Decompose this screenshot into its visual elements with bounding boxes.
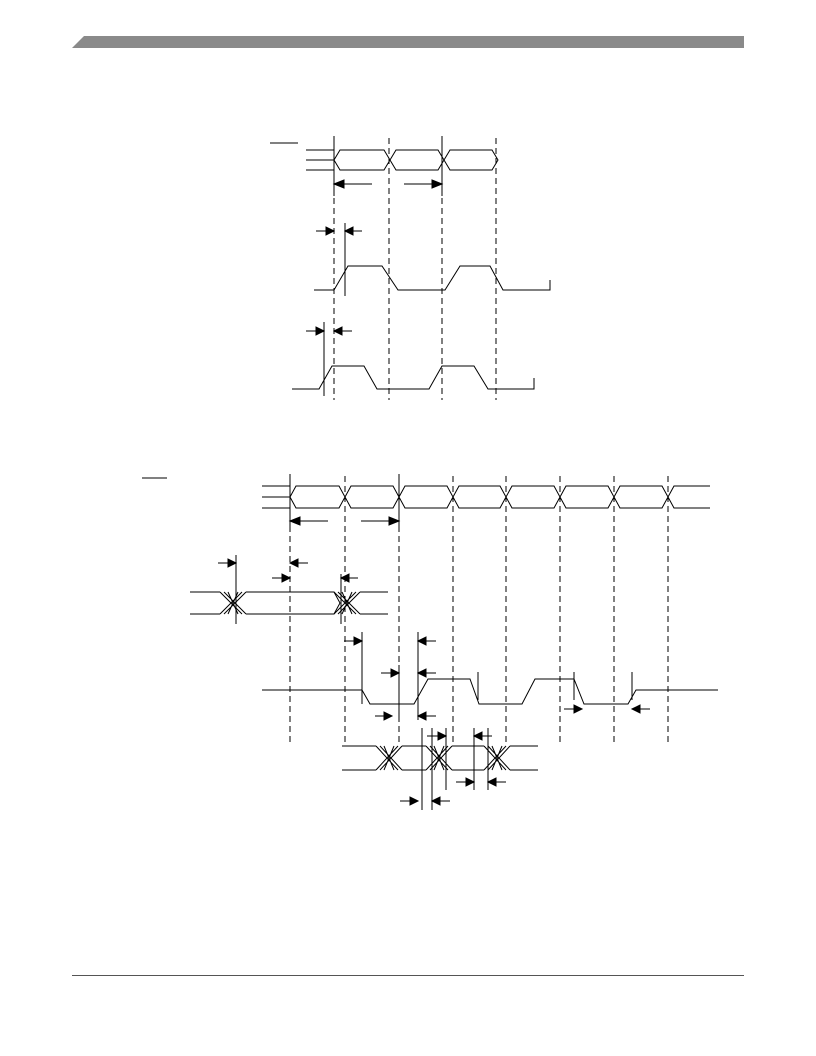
- upper-dashed-guides: [333, 138, 497, 400]
- lower-dashed-guides: [289, 476, 669, 742]
- upper-bus-signal: [306, 149, 499, 171]
- lower-bus-signal: [262, 485, 710, 509]
- footer-rule: [72, 975, 744, 976]
- upper-pulse-1: [314, 223, 551, 296]
- data-window-signal: [190, 555, 388, 624]
- lower-timing-diagram: [142, 474, 718, 810]
- header-bar: [72, 36, 744, 48]
- upper-timing-diagram: [270, 136, 551, 400]
- data-window-2-signal: [342, 728, 538, 810]
- lower-period-arrows: [288, 516, 401, 526]
- lower-pulse-signal: [262, 632, 718, 721]
- upper-pulse-2: [292, 322, 535, 396]
- upper-period-arrows: [332, 179, 444, 189]
